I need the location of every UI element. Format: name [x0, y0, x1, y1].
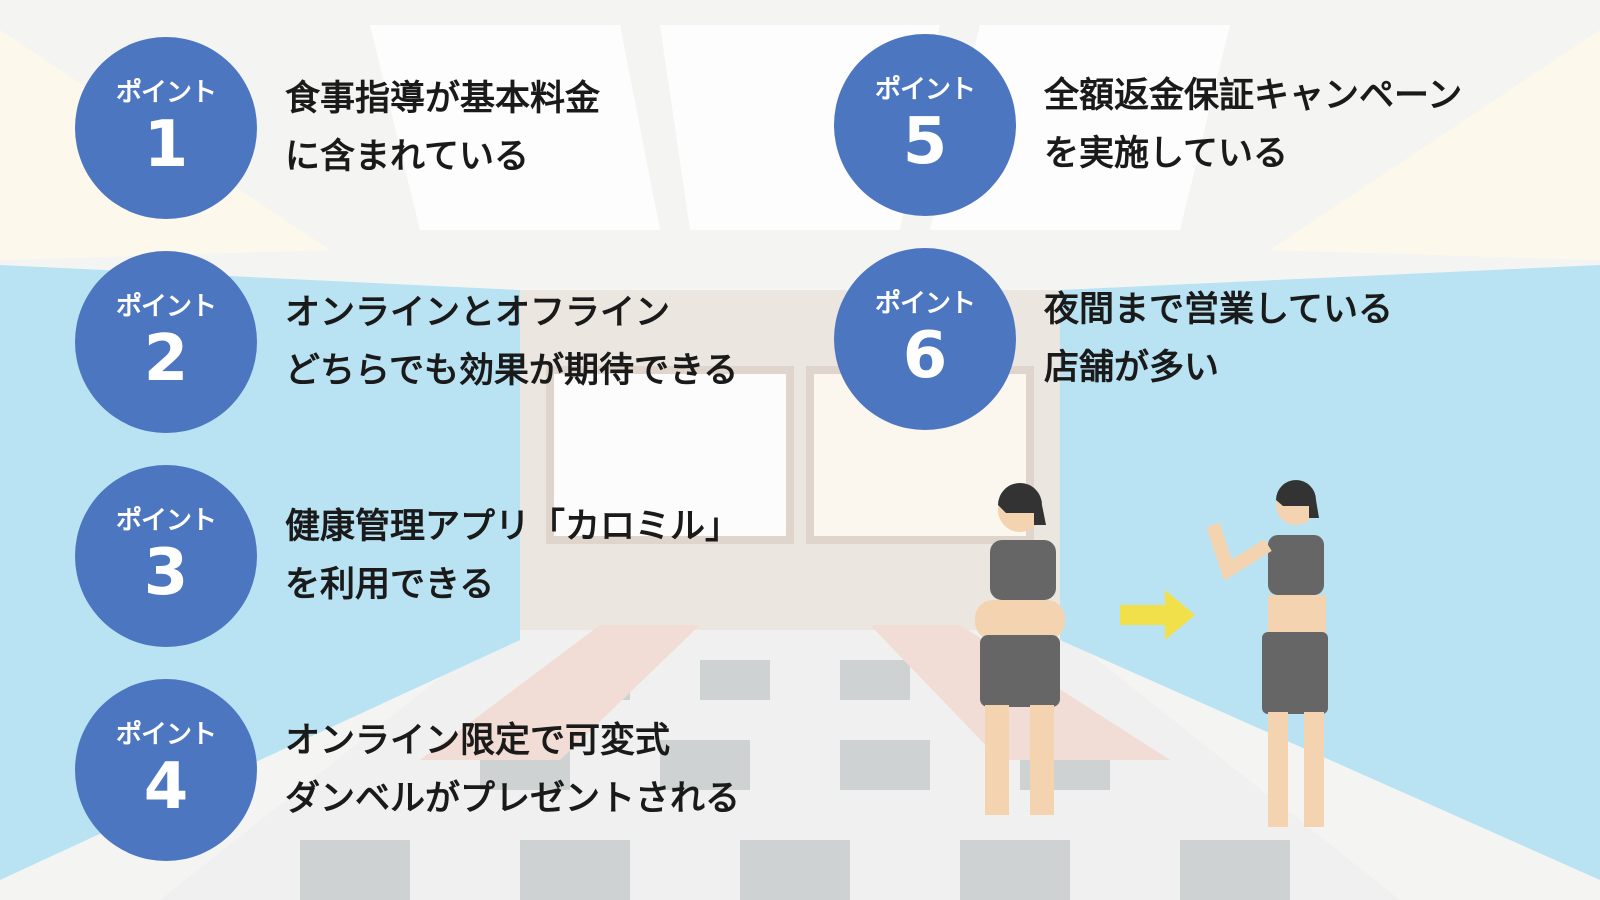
- woman-after-figure: [1206, 480, 1328, 827]
- point-text: 食事指導が基本料金に含まれている: [285, 79, 601, 177]
- checkered-floor: [160, 630, 1400, 900]
- arrow-icon: [1120, 590, 1195, 640]
- bench-left: [420, 625, 700, 760]
- point-text: オンラインとオフラインどちらでも効果が期待できる: [285, 293, 739, 391]
- point-text: オンライン限定で可変式ダンベルがプレゼントされる: [285, 721, 741, 819]
- woman-before-figure: [975, 483, 1065, 815]
- point-text: 健康管理アプリ「カロミル」を利用できる: [285, 507, 741, 605]
- point-text: 全額返金保証キャンペーンを実施している: [1044, 76, 1463, 174]
- point-text: 夜間まで営業している店舗が多い: [1044, 290, 1393, 388]
